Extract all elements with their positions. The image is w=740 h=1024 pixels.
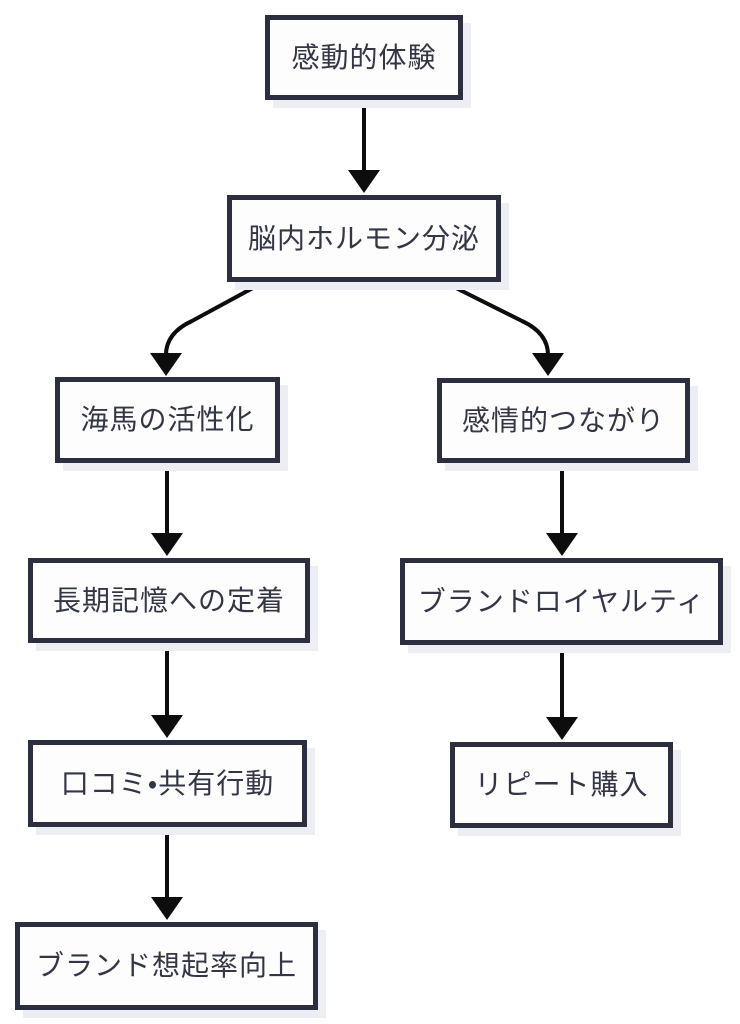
arrow-emotional-experience-to-brain-hormone-secretion (348, 100, 380, 193)
node-word-of-mouth-sharing: 口コミ・共有行動 (28, 740, 307, 827)
node-brand-recall-improvement: ブランド想起率向上 (15, 922, 318, 1010)
node-label: 感動的体験 (291, 41, 437, 73)
node-label: 長期記憶への定着 (52, 584, 285, 616)
node-emotional-experience: 感動的体験 (265, 15, 463, 100)
arrowhead-down-icon (348, 170, 380, 193)
arrow-word-of-mouth-sharing-to-brand-recall-improvement (151, 827, 183, 920)
arrow-brand-loyalty-to-repeat-purchase (546, 645, 578, 740)
arrowhead-down-icon (546, 717, 578, 740)
node-label: ブランドロイヤルティ (417, 585, 706, 617)
arrowhead-down-icon (150, 353, 182, 376)
node-brain-hormone-secretion: 脳内ホルモン分泌 (227, 195, 501, 282)
arrowhead-down-icon (151, 897, 183, 920)
node-label: 脳内ホルモン分泌 (247, 222, 480, 254)
arrowhead-down-icon (151, 533, 183, 556)
arrow-long-term-memory-retention-to-word-of-mouth-sharing (151, 643, 183, 738)
node-label: ブランド想起率向上 (35, 950, 297, 982)
node-label: 口コミ・共有行動 (60, 767, 275, 799)
node-label: 海馬の活性化 (80, 404, 255, 436)
node-emotional-connection: 感情的つながり (437, 378, 690, 463)
arrow-brain-hormone-secretion-to-emotional-connection (445, 281, 564, 376)
arrow-emotional-connection-to-brand-loyalty (546, 463, 578, 556)
arrowhead-down-icon (532, 353, 564, 376)
node-long-term-memory-retention: 長期記憶への定着 (28, 558, 310, 643)
node-label: 感情的つながり (461, 404, 665, 436)
node-label: リピート購入 (474, 769, 649, 801)
node-brand-loyalty: ブランドロイヤルティ (400, 558, 723, 645)
arrowhead-down-icon (546, 533, 578, 556)
node-repeat-purchase: リピート購入 (450, 742, 673, 828)
arrow-hippocampus-activation-to-long-term-memory-retention (151, 463, 183, 556)
arrow-brain-hormone-secretion-to-hippocampus-activation (150, 281, 263, 376)
arrowhead-down-icon (151, 715, 183, 738)
node-hippocampus-activation: 海馬の活性化 (55, 377, 280, 463)
